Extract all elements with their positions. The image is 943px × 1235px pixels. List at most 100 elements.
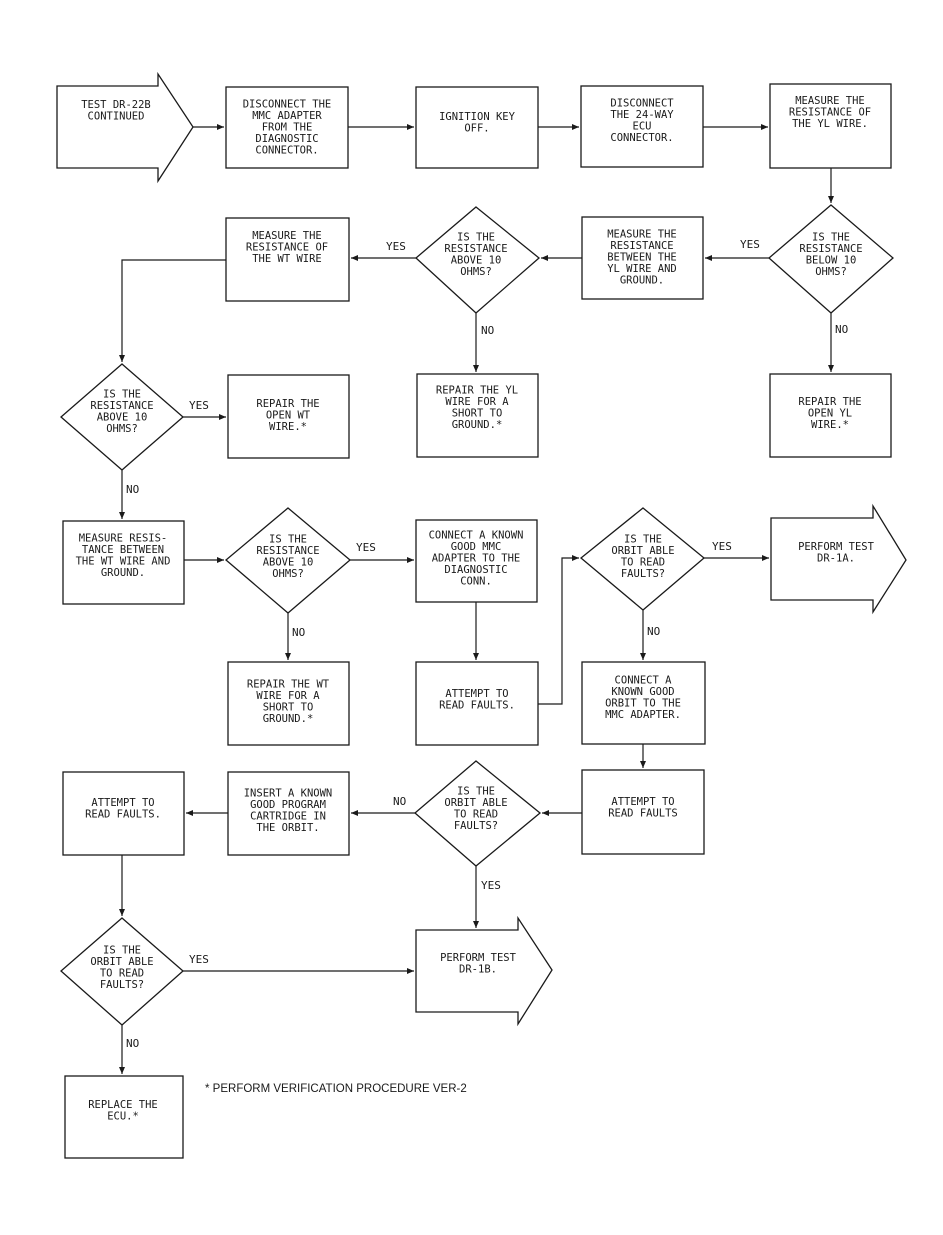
attempt-read-1-box xyxy=(415,661,539,746)
edge-label-yes: YES xyxy=(356,541,376,554)
node-text-line: MMC ADAPTER xyxy=(252,110,322,122)
edge-label-yes: YES xyxy=(740,238,760,251)
node-text-line: THE ORBIT. xyxy=(256,822,319,834)
node-text-line: BELOW 10 xyxy=(806,254,857,266)
node-text-line: RESISTANCE xyxy=(256,545,319,557)
edge-label-no: NO xyxy=(126,483,139,496)
node-text-line: OPEN YL xyxy=(808,408,852,420)
disconnect-ecu-box xyxy=(580,85,704,168)
node-text-line: RESISTANCE xyxy=(444,243,507,255)
measure-yl-ground-box xyxy=(581,216,704,300)
attempt-read-2-box xyxy=(581,769,705,855)
node-text-line: OHMS? xyxy=(106,423,138,435)
node-text-line: RESISTANCE OF xyxy=(246,242,328,254)
node-text-line: DISCONNECT xyxy=(610,97,674,109)
edge-label-yes: YES xyxy=(189,399,209,412)
node-text-line: ATTEMPT TO xyxy=(445,688,508,700)
node-text-line: ORBIT ABLE xyxy=(90,956,153,968)
node-text-line: DR-1A. xyxy=(817,552,855,564)
node-text-line: IS THE xyxy=(457,785,495,797)
node-text-line: READ FAULTS xyxy=(608,807,678,819)
node-text-line: RESISTANCE OF xyxy=(789,107,871,119)
node-text-line: SHORT TO xyxy=(452,407,503,419)
ignition-off-box xyxy=(415,86,539,169)
node-text-line: WIRE FOR A xyxy=(256,690,320,702)
node-text-line: MEASURE THE xyxy=(252,230,322,242)
node-text-line: IS THE xyxy=(812,231,850,243)
node-text-line: IS THE xyxy=(624,533,662,545)
node-text-line: CONNECT A KNOWN xyxy=(429,530,524,542)
node-text-line: FAULTS? xyxy=(621,568,665,580)
node-text-line: IGNITION KEY xyxy=(439,111,516,123)
node-text-line: GROUND.* xyxy=(452,419,503,431)
edge-label-yes: YES xyxy=(712,540,732,553)
node-text-line: DR-1B. xyxy=(459,963,497,975)
node-text-line: CONN. xyxy=(460,576,492,588)
disconnect-mmc-box xyxy=(225,86,349,169)
node-text-line: ORBIT ABLE xyxy=(444,797,507,809)
node-text-line: READ FAULTS. xyxy=(439,699,515,711)
node-text-line: TO READ xyxy=(100,967,144,979)
node-text-line: REPAIR THE xyxy=(798,396,861,408)
node-text-line: CONTINUED xyxy=(88,110,145,122)
node-text-line: ABOVE 10 xyxy=(97,411,148,423)
node-text-line: MEASURE RESIS- xyxy=(79,532,168,544)
node-text-line: YL WIRE AND xyxy=(607,263,677,275)
node-text-line: THE 24-WAY xyxy=(610,109,674,121)
node-text-line: GROUND. xyxy=(101,567,145,579)
footnote: * PERFORM VERIFICATION PROCEDURE VER-2 xyxy=(205,1083,467,1095)
node-text-line: ABOVE 10 xyxy=(451,254,502,266)
node-text-line: CONNECTOR. xyxy=(255,145,318,157)
node-text-line: MEASURE THE xyxy=(607,229,677,241)
node-text-line: OHMS? xyxy=(272,568,304,580)
node-text-line: ATTEMPT TO xyxy=(611,796,674,808)
node-text-line: INSERT A KNOWN xyxy=(244,787,333,799)
node-text-line: RESISTANCE xyxy=(90,400,153,412)
node-text-line: KNOWN GOOD xyxy=(611,686,674,698)
node-text-line: REPLACE THE xyxy=(88,1099,158,1111)
node-text-line: WIRE.* xyxy=(269,421,307,433)
node-text-line: OFF. xyxy=(464,122,489,134)
node-text-line: PERFORM TEST xyxy=(440,952,517,964)
node-text-line: WIRE FOR A xyxy=(445,396,509,408)
node-text-line: RESISTANCE xyxy=(799,243,862,255)
node-text-line: BETWEEN THE xyxy=(607,252,677,264)
node-text-line: FAULTS? xyxy=(100,979,144,991)
perform-dr-1a-arrow-shape xyxy=(770,503,907,615)
node-text-line: CARTRIDGE IN xyxy=(250,810,326,822)
node-text-line: REPAIR THE YL xyxy=(436,384,518,396)
edge-label-yes: YES xyxy=(386,240,406,253)
node-text-line: IS THE xyxy=(103,388,141,400)
node-text-line: ATTEMPT TO xyxy=(91,797,154,809)
node-text-line: ABOVE 10 xyxy=(263,556,314,568)
node-text-line: ECU.* xyxy=(107,1110,139,1122)
node-text-line: FROM THE xyxy=(262,122,313,134)
node-text-line: PERFORM TEST xyxy=(798,541,875,553)
connect-known-mmc-box xyxy=(415,519,538,603)
repair-wt-short-box xyxy=(227,661,350,746)
repair-yl-short-box xyxy=(416,373,539,458)
node-text-line: THE YL WIRE. xyxy=(792,118,868,130)
attempt-read-3-box xyxy=(62,771,185,856)
node-text-line: THE WT WIRE xyxy=(252,253,322,265)
node-text-line: DIAGNOSTIC xyxy=(444,564,507,576)
node-text-line: RESISTANCE xyxy=(610,240,673,252)
node-text-line: CONNECT A xyxy=(615,674,673,686)
